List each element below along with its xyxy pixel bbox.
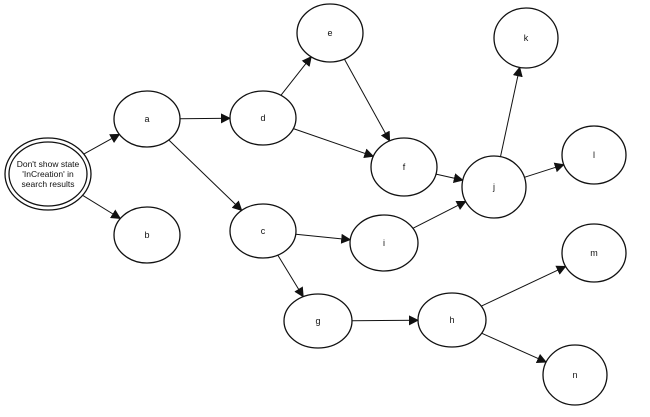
- node-label: k: [524, 33, 529, 43]
- node-label: 'InCreation' in: [22, 169, 74, 179]
- edge-j-l: [524, 165, 563, 178]
- node-b[interactable]: b: [114, 207, 180, 263]
- node-label: b: [144, 230, 149, 240]
- node-label: i: [383, 238, 385, 248]
- edge-d-e: [281, 57, 311, 96]
- node-label: j: [492, 182, 495, 192]
- node-label: e: [327, 28, 332, 38]
- node-label: h: [449, 315, 454, 325]
- node-label: a: [144, 114, 149, 124]
- node-g[interactable]: g: [284, 294, 352, 348]
- node-label: search results: [22, 179, 75, 189]
- edge-a-c: [169, 140, 242, 210]
- node-e[interactable]: e: [297, 4, 363, 62]
- edge-root-a: [84, 134, 120, 154]
- node-n[interactable]: n: [543, 345, 607, 405]
- node-h[interactable]: h: [418, 293, 486, 347]
- edge-h-m: [481, 266, 565, 306]
- edge-f-j: [436, 174, 463, 180]
- node-a[interactable]: a: [114, 91, 180, 147]
- edge-c-i: [296, 234, 350, 240]
- node-label: Don't show state: [17, 159, 80, 169]
- node-label: c: [261, 226, 266, 236]
- node-label: m: [590, 248, 598, 258]
- node-k[interactable]: k: [494, 8, 558, 68]
- edge-i-j: [413, 201, 466, 228]
- node-label: n: [572, 370, 577, 380]
- edge-root-b: [83, 195, 121, 218]
- node-c[interactable]: c: [230, 204, 296, 258]
- node-j[interactable]: j: [462, 156, 526, 218]
- edge-d-f: [293, 129, 373, 157]
- node-label: l: [593, 150, 595, 160]
- node-label: d: [260, 113, 265, 123]
- edge-j-k: [501, 67, 520, 156]
- node-label: g: [315, 316, 320, 326]
- node-m[interactable]: m: [562, 224, 626, 282]
- edge-c-g: [278, 255, 303, 297]
- edge-h-n: [482, 333, 546, 362]
- node-l[interactable]: l: [562, 126, 626, 184]
- node-i[interactable]: i: [350, 215, 418, 271]
- node-d[interactable]: d: [230, 91, 296, 145]
- node-f[interactable]: f: [371, 138, 437, 196]
- edge-e-f: [344, 59, 389, 141]
